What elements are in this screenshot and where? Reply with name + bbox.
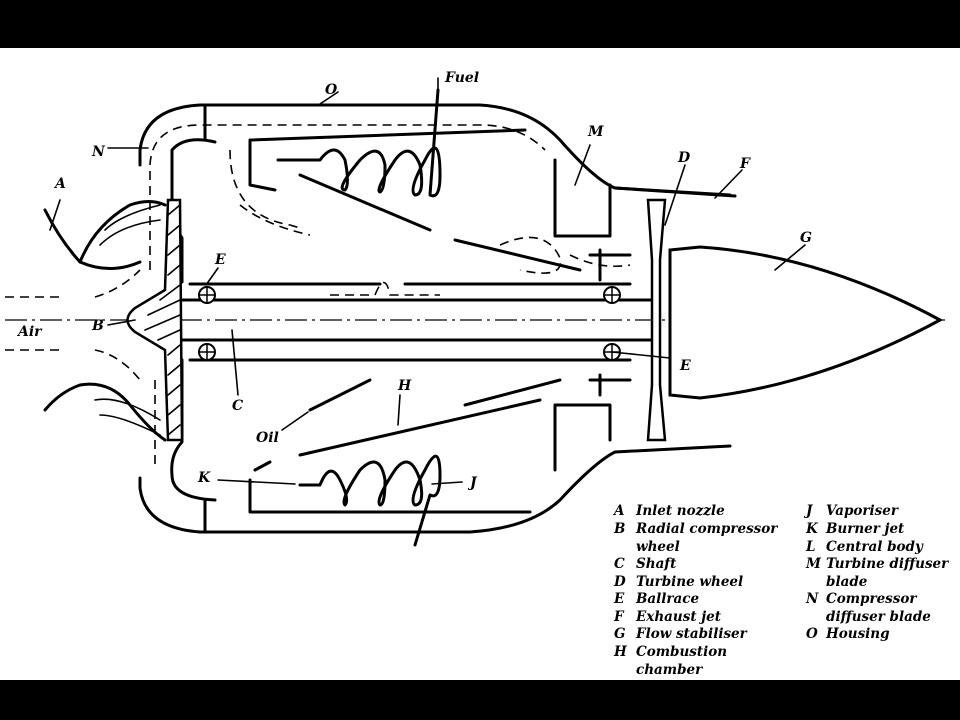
legend-key: A [612, 503, 624, 519]
label-fuel: Fuel [444, 70, 479, 86]
legend-text: Exhaust jet [635, 609, 722, 625]
legend-text: diffuser blade [826, 609, 931, 625]
compressor-diffuser-bottom [170, 358, 217, 502]
compressor-blade-lines [94, 204, 161, 436]
airflow-combustion [229, 149, 311, 236]
combustion-chamber-bottom-outer [253, 398, 542, 472]
legend-key: L [805, 539, 816, 555]
legend-text: Central body [826, 539, 924, 555]
label-oil: Oil [256, 430, 279, 446]
label-o: O [325, 82, 338, 98]
legend-text: Turbine wheel [636, 574, 743, 590]
vaporiser-top [276, 88, 442, 198]
airflow-inlet-top [5, 269, 141, 298]
legend-key: O [806, 626, 818, 642]
ballrace-front [198, 286, 216, 361]
airflow-inlet-bottom [5, 349, 141, 381]
ballrace-rear [603, 286, 621, 361]
legend-col-1: A Inlet nozzle B Radial compressor wheel… [612, 503, 778, 678]
label-k: K [197, 470, 211, 486]
legend-text: blade [826, 574, 868, 590]
combustion-chamber-top-outer [248, 128, 527, 192]
legend-key: M [805, 556, 822, 572]
label-e: E [214, 252, 226, 268]
turbine-wheel [646, 198, 667, 442]
label-f: F [739, 156, 751, 172]
label-d: D [677, 150, 691, 166]
label-h: H [397, 378, 412, 394]
legend-text: Radial compressor [635, 521, 778, 537]
leader-lines [49, 77, 806, 485]
combustion-chamber-bottom-inner [308, 378, 562, 412]
legend-text: Flow stabiliser [635, 626, 748, 642]
label-b: B [91, 318, 104, 334]
airflow-housing [149, 124, 546, 270]
legend-text: Vaporiser [826, 503, 899, 519]
label-m: M [587, 124, 604, 140]
legend-key: K [805, 521, 819, 537]
flow-stabiliser [668, 245, 944, 400]
turbine-diffuser-bottom-support [588, 373, 632, 397]
housing-bottom [138, 444, 732, 534]
legend-text: chamber [636, 662, 703, 678]
label-j: J [467, 475, 478, 491]
legend-text: Combustion [636, 644, 727, 660]
legend-text: Shaft [636, 556, 677, 572]
legend-key: F [613, 609, 625, 625]
legend-key: J [803, 503, 814, 519]
radial-compressor-wheel [126, 198, 184, 442]
legend-key: E [613, 591, 625, 607]
housing-top [138, 103, 732, 197]
legend-key: N [805, 591, 819, 607]
legend-text: Ballrace [635, 591, 699, 607]
jet-engine-diagram: A N O Fuel M D F G E Air B E H C Oil K J… [0, 48, 960, 680]
label-air: Air [16, 324, 43, 340]
turbine-diffuser-bottom [553, 403, 612, 472]
legend-key: B [613, 521, 625, 537]
legend-key: D [613, 574, 626, 590]
inlet-nozzle-top-lip [78, 260, 142, 270]
vaporiser-bottom [298, 454, 442, 547]
airflow-turbine [499, 236, 631, 274]
legend-text: Compressor [826, 591, 917, 607]
legend-key: H [613, 644, 628, 660]
label-g: G [800, 230, 812, 246]
turbine-diffuser-top [553, 158, 612, 238]
legend-col-2: J Vaporiser K Burner jet L Central body … [803, 503, 949, 642]
legend-text: Inlet nozzle [635, 503, 725, 519]
compressor-hatching [144, 204, 181, 436]
airflow-shaft [330, 281, 440, 296]
legend-text: Burner jet [825, 521, 905, 537]
combustion-chamber-top-inner [298, 173, 582, 272]
turbine-diffuser-support [588, 248, 632, 282]
legend-text: Turbine diffuser [826, 556, 949, 572]
label-e2: E [679, 358, 691, 374]
legend-text: wheel [636, 539, 680, 555]
combustion-chamber-bottom-base [248, 478, 532, 514]
legend-key: C [614, 556, 625, 572]
inlet-nozzle-top [43, 200, 167, 264]
legend-text: Housing [825, 626, 890, 642]
label-a: A [53, 176, 66, 192]
label-c: C [232, 398, 243, 414]
inlet-nozzle-bottom [43, 382, 167, 442]
label-n: N [91, 144, 106, 160]
exhaust-jet-top [613, 186, 737, 198]
legend-key: G [614, 626, 626, 642]
